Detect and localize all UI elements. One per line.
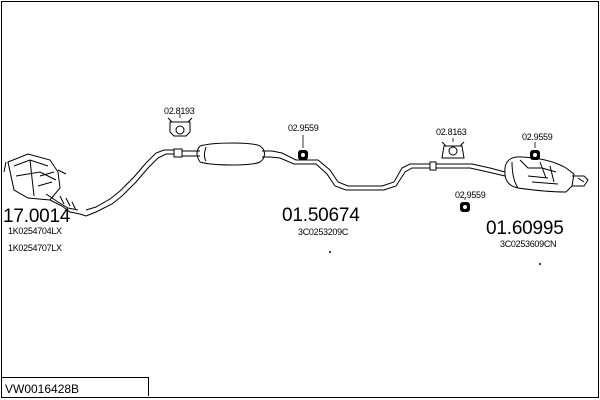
rear-silencer-drawing: [504, 156, 589, 193]
hanger-c-number: 02.8163: [436, 127, 467, 137]
hanger-d-number: 02.9559: [522, 132, 553, 142]
front-pipe-code-2: 1K0254707LX: [8, 243, 62, 253]
reference-number: VW0016428B: [5, 382, 80, 396]
hanger-a-drawing: [167, 117, 193, 137]
hanger-b-number: 02.9559: [288, 123, 319, 133]
hanger-a-number: 02.8193: [164, 106, 195, 116]
middle-silencer-code: 3C0253209C: [298, 227, 349, 237]
rear-silencer-number: 01.60995: [486, 218, 564, 239]
reference-box: VW0016428B: [1, 377, 149, 396]
middle-silencer-drawing: [182, 142, 506, 191]
leader-dot: [539, 263, 541, 265]
front-pipe-code-1: 1K0254704LX: [8, 226, 62, 236]
middle-silencer-number: 01.50674: [282, 205, 360, 226]
front-pipe-drawing: [85, 148, 183, 217]
hanger-c-drawing: [441, 141, 465, 159]
hanger-b-drawing: [298, 150, 308, 160]
front-pipe-number: 17.0014: [3, 206, 71, 227]
leader-dot: [329, 251, 331, 253]
hanger-e-number: 02.9559: [455, 190, 486, 200]
catalytic-converter-drawing: [3, 153, 87, 217]
hanger-e-drawing: [460, 202, 470, 212]
hanger-d-drawing: [530, 150, 540, 160]
rear-silencer-code: 3C0253609CN: [500, 239, 557, 249]
